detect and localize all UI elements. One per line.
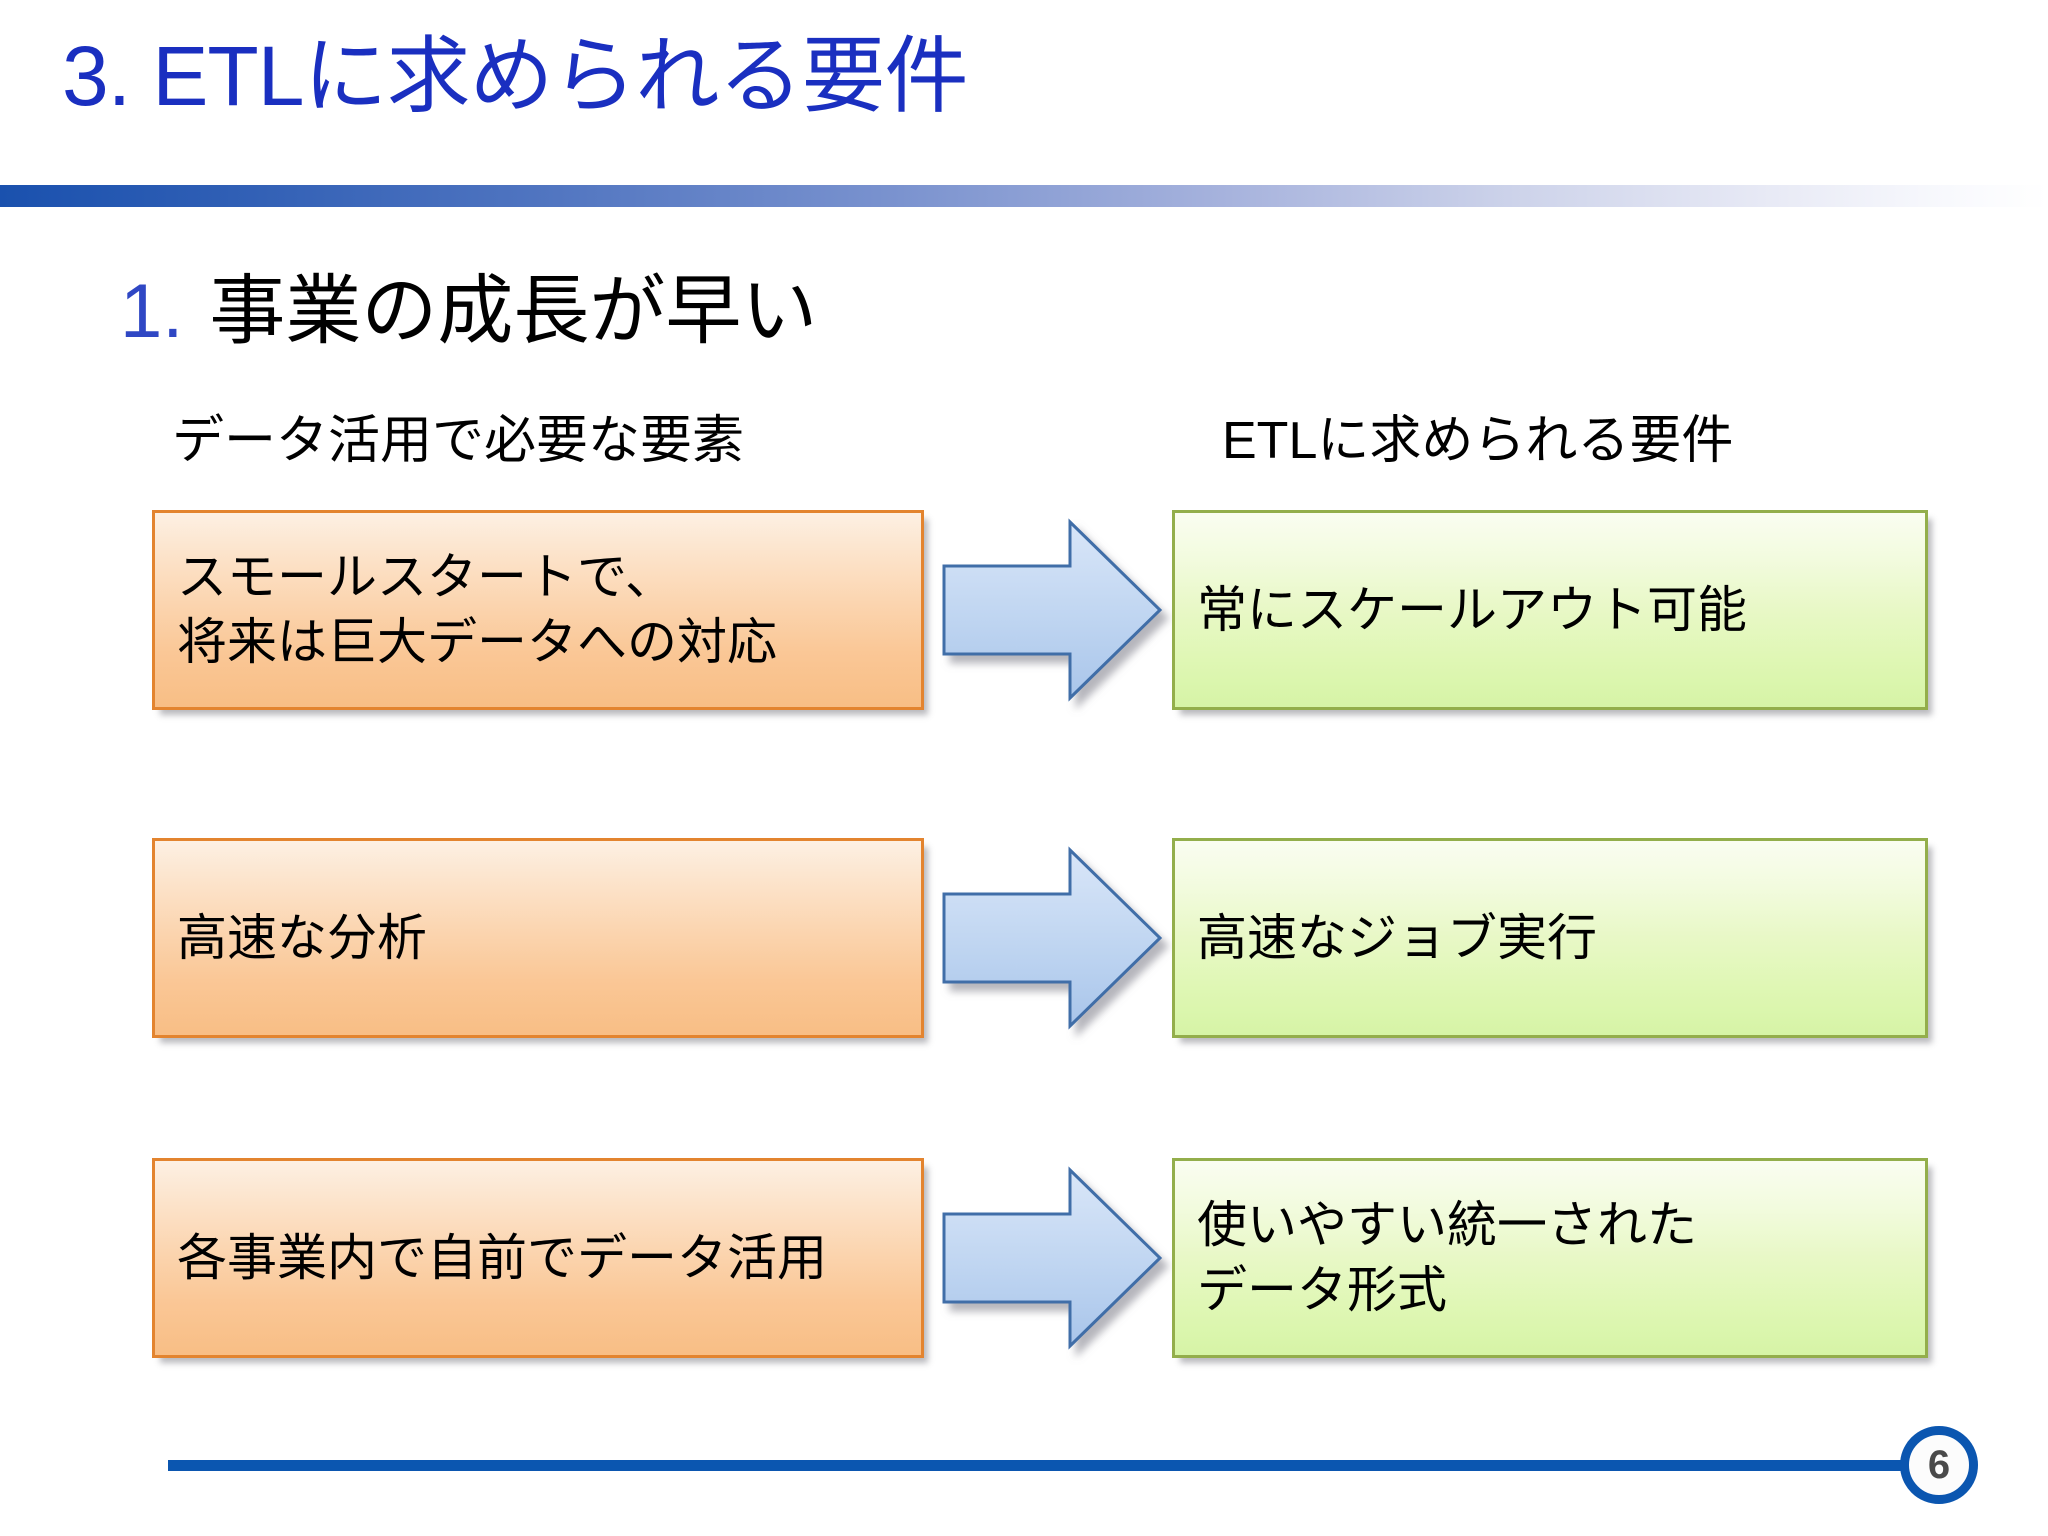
requirement-source-box: スモールスタートで、 将来は巨大データへの対応	[152, 510, 924, 710]
right-arrow-icon	[940, 1166, 1164, 1350]
section-heading-text: 事業の成長が早い	[209, 269, 818, 354]
right-column-caption: ETLに求められる要件	[1222, 412, 1734, 470]
flow-row: 高速な分析 高速なジョブ実行	[0, 838, 2048, 1048]
flow-row: スモールスタートで、 将来は巨大データへの対応 常にスケールアウト可能	[0, 510, 2048, 720]
requirement-source-box: 各事業内で自前でデータ活用	[152, 1158, 924, 1358]
page-title: 3. ETLに求められる要件	[62, 29, 968, 123]
flow-row: 各事業内で自前でデータ活用 使いやすい統一された データ形式	[0, 1158, 2048, 1368]
requirement-target-box: 常にスケールアウト可能	[1172, 510, 1928, 710]
left-column-caption: データ活用で必要な要素	[172, 412, 745, 470]
page-number-badge: 6	[1900, 1426, 1978, 1504]
requirement-source-box: 高速な分析	[152, 838, 924, 1038]
requirement-target-text: 高速なジョブ実行	[1197, 909, 1597, 966]
requirement-source-text: 各事業内で自前でデータ活用	[177, 1229, 827, 1286]
title-divider	[0, 185, 2048, 207]
right-arrow-icon	[940, 846, 1164, 1030]
right-arrow-icon	[940, 518, 1164, 702]
requirement-target-text: 常にスケールアウト可能	[1197, 581, 1747, 638]
requirement-source-text: 高速な分析	[177, 909, 427, 966]
footer-divider	[168, 1460, 1931, 1471]
requirement-target-box: 使いやすい統一された データ形式	[1172, 1158, 1928, 1358]
requirement-target-box: 高速なジョブ実行	[1172, 838, 1928, 1038]
requirement-target-text: 使いやすい統一された データ形式	[1197, 1197, 1697, 1318]
section-number: 1.	[120, 269, 184, 354]
requirement-source-text: スモールスタートで、 将来は巨大データへの対応	[177, 549, 777, 670]
section-heading: 1. 事業の成長が早い	[120, 272, 817, 352]
